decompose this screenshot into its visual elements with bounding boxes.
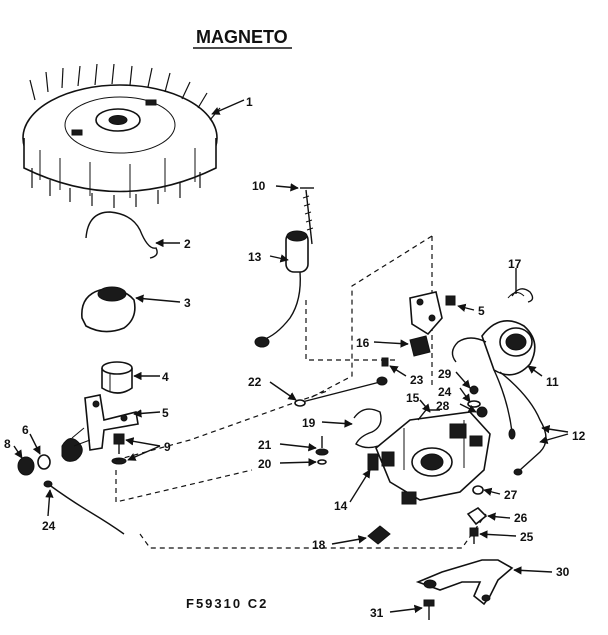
figure-code: F59310 C2 bbox=[186, 596, 268, 611]
part-26 bbox=[466, 506, 488, 526]
breaker-bracket-part bbox=[84, 394, 139, 451]
callout-5-right: 5 bbox=[478, 304, 485, 318]
callout-3: 3 bbox=[184, 296, 191, 310]
part-14 bbox=[367, 453, 379, 471]
armature-bracket-part bbox=[415, 559, 514, 606]
callout-21: 21 bbox=[258, 438, 272, 452]
spring-wire-part bbox=[85, 211, 158, 259]
callout-28: 28 bbox=[436, 399, 450, 413]
callout-20: 20 bbox=[258, 457, 272, 471]
small-hardware-left bbox=[17, 427, 91, 476]
callout-27: 27 bbox=[504, 488, 518, 502]
terminal-plate-part bbox=[409, 291, 456, 336]
lead-wire-22 bbox=[294, 376, 388, 407]
assembly-dashed-lines bbox=[115, 235, 487, 549]
callout-23: 23 bbox=[410, 373, 424, 387]
callout-1: 1 bbox=[246, 95, 253, 109]
high-tension-lead bbox=[254, 187, 314, 348]
callout-13: 13 bbox=[248, 250, 262, 264]
callout-22: 22 bbox=[248, 375, 262, 389]
callout-24-right: 24 bbox=[438, 385, 452, 399]
callout-31: 31 bbox=[370, 606, 384, 620]
callout-26: 26 bbox=[514, 511, 528, 525]
callout-6: 6 bbox=[22, 423, 29, 437]
callout-29: 29 bbox=[438, 367, 452, 381]
callout-12: 12 bbox=[572, 429, 586, 443]
callout-labels: 1 2 3 4 5 5 6 8 9 10 11 12 13 14 15 16 1… bbox=[4, 95, 586, 620]
ignition-coil-part bbox=[451, 320, 547, 476]
screw-part-25 bbox=[469, 527, 479, 544]
callout-16: 16 bbox=[356, 336, 370, 350]
callout-8: 8 bbox=[4, 437, 11, 451]
callout-leaders bbox=[13, 99, 569, 614]
cap-part bbox=[101, 361, 133, 394]
part-18 bbox=[367, 525, 391, 545]
clip-part-17 bbox=[511, 288, 534, 303]
breaker-housing-part bbox=[375, 409, 491, 505]
flywheel-part bbox=[22, 63, 221, 208]
cam-part bbox=[81, 286, 136, 333]
screw-part-23 bbox=[381, 357, 389, 367]
ground-wire-left bbox=[47, 483, 125, 535]
callout-14: 14 bbox=[334, 499, 348, 513]
callout-5-left: 5 bbox=[162, 406, 169, 420]
callout-4: 4 bbox=[162, 370, 169, 384]
washer-screw-20-21 bbox=[315, 436, 329, 465]
callout-24-left: 24 bbox=[42, 519, 56, 533]
clip-part-16 bbox=[409, 335, 431, 357]
callout-18: 18 bbox=[312, 538, 326, 552]
spring-clip-19 bbox=[353, 408, 382, 449]
diagram-title: MAGNETO bbox=[196, 27, 288, 47]
callout-15: 15 bbox=[406, 391, 420, 405]
callout-30: 30 bbox=[556, 565, 570, 579]
screws-part-9 bbox=[111, 433, 127, 465]
callout-17: 17 bbox=[508, 257, 522, 271]
callout-25: 25 bbox=[520, 530, 534, 544]
callout-10: 10 bbox=[252, 179, 266, 193]
callout-2: 2 bbox=[184, 237, 191, 251]
callout-9: 9 bbox=[164, 440, 171, 454]
callout-19: 19 bbox=[302, 416, 316, 430]
callout-11: 11 bbox=[546, 375, 559, 389]
screw-part-31 bbox=[423, 599, 435, 620]
washer-part-27 bbox=[472, 485, 484, 495]
